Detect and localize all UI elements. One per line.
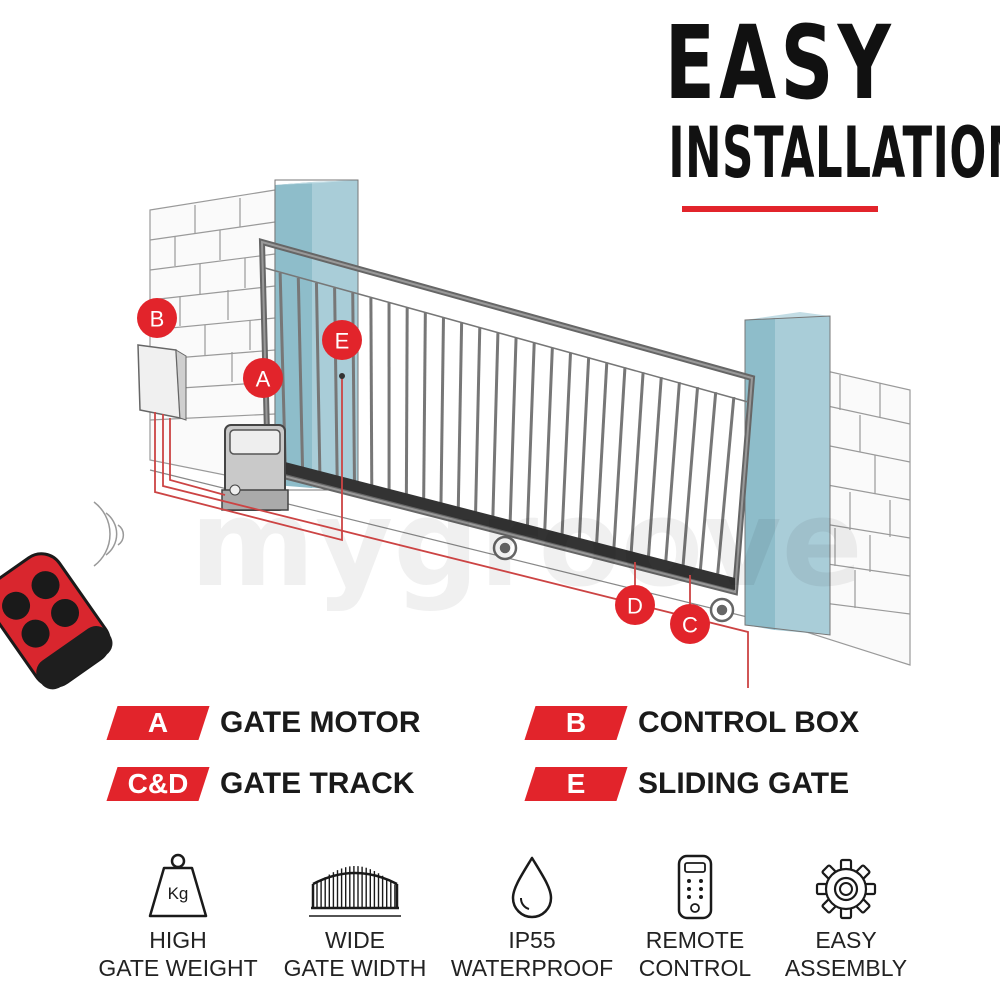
gate-bar <box>560 352 573 536</box>
gear-icon <box>756 848 936 920</box>
watermark: mygroove <box>190 475 863 614</box>
feature-line2: CONTROL <box>638 955 752 981</box>
installation-diagram: mygroove <box>0 170 1000 710</box>
gate-bar <box>404 307 409 497</box>
gate-bar <box>577 357 591 540</box>
feature-line1: REMOTE <box>645 927 745 953</box>
gate-bar <box>716 396 736 574</box>
gate-bar <box>296 277 305 471</box>
gate-width-icon <box>265 848 445 920</box>
headline-line1: EASY <box>664 4 896 123</box>
feature-waterproof: IP55 WATERPROOF <box>442 848 622 982</box>
gate-bar <box>333 287 339 480</box>
gate-bar <box>681 386 700 566</box>
gate-wheels <box>492 535 735 623</box>
legend-label: SLIDING GATE <box>638 767 850 800</box>
legend-label: GATE MOTOR <box>220 706 421 739</box>
feature-gate-weight: Kg HIGH GATE WEIGHT <box>88 848 268 982</box>
gate-motor <box>221 424 289 511</box>
legend-item-control-box: B CONTROL BOX <box>524 706 860 740</box>
marker-d-label: D <box>627 594 643 619</box>
gate-bar <box>612 367 627 549</box>
legend-tag: C&D <box>106 767 210 801</box>
gate-bar <box>629 372 645 553</box>
weight-unit: Kg <box>168 884 189 903</box>
remote-icon <box>605 848 785 920</box>
feature-line1: EASY <box>815 927 877 953</box>
gate-bar <box>698 391 718 570</box>
feature-line2: ASSEMBLY <box>784 955 908 981</box>
feature-line1: WIDE <box>324 927 386 953</box>
legend-item-sliding-gate: E SLIDING GATE <box>524 767 850 801</box>
feature-label: REMOTE CONTROL <box>605 926 785 982</box>
legend-code: E <box>566 768 586 799</box>
marker-e: E <box>322 320 362 360</box>
marker-c-label: C <box>682 613 698 638</box>
feature-label: EASY ASSEMBLY <box>756 926 936 982</box>
gate-bar <box>664 382 681 561</box>
feature-line1: HIGH <box>149 927 207 953</box>
gate-rail <box>285 462 735 590</box>
legend-label: GATE TRACK <box>220 767 415 800</box>
gate-bar <box>422 312 427 501</box>
gate-bar <box>456 322 464 510</box>
marker-d: D <box>615 585 655 625</box>
gate-bar <box>543 347 554 531</box>
legend-item-gate-motor: A GATE MOTOR <box>106 706 421 740</box>
legend-code: A <box>147 707 169 738</box>
remote-control <box>0 552 113 690</box>
gate-bar <box>491 332 500 518</box>
feature-line2: GATE WIDTH <box>283 955 427 981</box>
signal-waves <box>93 501 125 567</box>
weight-icon: Kg <box>88 848 268 920</box>
feature-line2: GATE WEIGHT <box>98 955 258 981</box>
headline: EASY INSTALLATION <box>600 4 1000 212</box>
marker-c: C <box>670 604 710 644</box>
features-row: Kg HIGH GATE WEIGHT WIDE GATE WIDTH <box>0 848 1000 988</box>
legend-label: CONTROL BOX <box>638 706 860 739</box>
gate-bar <box>525 342 536 527</box>
marker-a: A <box>243 358 283 398</box>
marker-a-label: A <box>256 367 271 392</box>
gate-bar <box>508 337 518 523</box>
feature-line2: WATERPROOF <box>450 955 614 981</box>
feature-easy-assembly: EASY ASSEMBLY <box>756 848 936 982</box>
legend-tag: B <box>524 706 628 740</box>
marker-e-label: E <box>335 329 350 354</box>
legend: A GATE MOTOR B CONTROL BOX C&D GATE TRAC… <box>0 700 1000 810</box>
feature-label: HIGH GATE WEIGHT <box>88 926 268 982</box>
gate-bar <box>314 282 322 475</box>
headline-underline <box>682 206 878 212</box>
feature-remote-control: REMOTE CONTROL <box>605 848 785 982</box>
legend-item-gate-track: C&D GATE TRACK <box>106 767 415 801</box>
feature-label: IP55 WATERPROOF <box>442 926 622 982</box>
wiring <box>154 375 749 688</box>
legend-tag: E <box>524 767 628 801</box>
diagram-svg: mygroove <box>0 179 911 690</box>
gate-bar <box>595 362 609 544</box>
water-drop-icon <box>442 848 622 920</box>
legend-code: B <box>565 707 587 738</box>
gate-bar <box>351 292 356 484</box>
marker-e-dot <box>339 373 345 379</box>
feature-gate-width: WIDE GATE WIDTH <box>265 848 445 982</box>
gate-bar <box>474 327 482 514</box>
gate-bar <box>439 317 445 505</box>
feature-label: WIDE GATE WIDTH <box>265 926 445 982</box>
marker-b: B <box>137 298 177 338</box>
marker-b-label: B <box>150 307 165 332</box>
legend-tag: A <box>106 706 210 740</box>
feature-line1: IP55 <box>508 927 556 953</box>
gate-bar <box>369 297 374 488</box>
gate-bar <box>647 377 663 557</box>
control-box <box>137 344 187 421</box>
gate-bars <box>278 272 736 574</box>
legend-code: C&D <box>127 768 189 799</box>
